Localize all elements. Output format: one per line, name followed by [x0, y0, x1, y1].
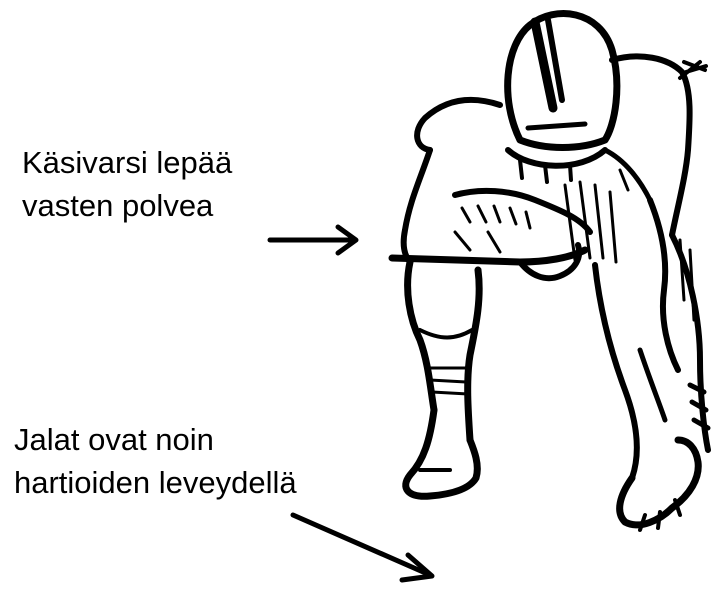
arm-annotation-line-1: Käsivarsi lepää — [22, 141, 232, 184]
arm-annotation: Käsivarsi lepää vasten polvea — [22, 141, 232, 227]
arrow-right-icon — [293, 515, 432, 580]
feet-annotation-line-1: Jalat ovat noin — [14, 418, 297, 461]
helmet-icon — [508, 14, 617, 182]
forearm — [392, 232, 585, 278]
arm-annotation-line-2: vasten polvea — [22, 184, 232, 227]
feet-annotation-line-2: hartioiden leveydellä — [14, 461, 297, 504]
arrow-right-icon — [270, 227, 356, 253]
right-leg — [595, 200, 708, 530]
left-leg — [406, 262, 479, 496]
feet-annotation: Jalat ovat noin hartioiden leveydellä — [14, 418, 297, 504]
